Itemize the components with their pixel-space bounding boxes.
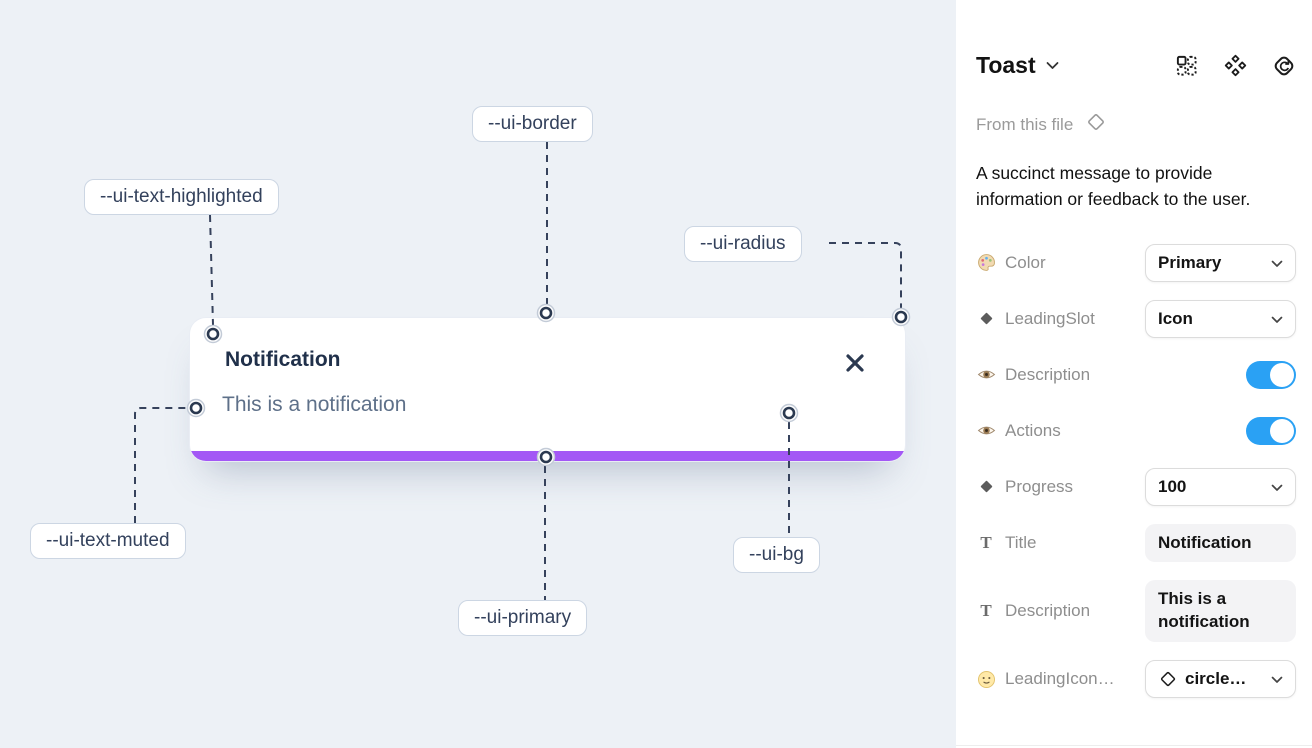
select-value: Primary [1158,252,1222,272]
select-value: circle… [1185,669,1247,689]
color-select[interactable]: Primary [1145,243,1296,282]
component-description: A succinct message to provide informatio… [976,163,1251,210]
prop-label: Color [976,253,1145,273]
css-var-label-ui-text-highlighted: --ui-text-highlighted [84,179,279,215]
source-row: From this file [976,110,1296,139]
properties-panel: Toast [956,0,1312,748]
prop-row-description-text: T Description This is a notification [976,580,1296,643]
component-diamonds-icon[interactable] [1223,54,1247,78]
smiley-icon [976,670,996,689]
select-value: Icon [1158,308,1193,328]
prop-label-text: LeadingSlot [1005,308,1095,328]
chevron-down-icon [1046,57,1059,75]
property-rows: Color Primary LeadingSlot Icon [976,243,1296,699]
variants-icon[interactable] [1174,54,1198,78]
prop-label: T Title [976,533,1145,553]
progress-select[interactable]: 100 [1145,467,1296,506]
css-var-label-ui-text-muted: --ui-text-muted [30,523,186,559]
text-icon: T [980,532,992,552]
description-toggle[interactable] [1246,360,1296,389]
prop-label: LeadingIcon… [976,669,1145,689]
prop-label-text: LeadingIcon… [1005,669,1115,689]
diamond-outline-icon [1084,110,1108,139]
panel-title: Toast [976,52,1036,78]
design-canvas: Notification This is a notification [0,0,956,748]
css-var-label-ui-primary: --ui-primary [458,600,588,636]
panel-header: Toast [976,52,1296,79]
description-field[interactable]: This is a notification [1145,580,1296,643]
toast-component: Notification This is a notification [190,318,905,461]
toast-title: Notification [225,348,341,371]
chevron-down-icon [1271,477,1283,497]
instance-swap-icon[interactable] [1272,54,1296,78]
prop-label-text: Progress [1005,476,1074,496]
connector-line-ui-text-highlighted [209,214,214,326]
prop-row-actions-visibility: Actions [976,412,1296,450]
prop-label: Actions [976,421,1246,441]
select-value: 100 [1158,476,1187,496]
connector-line-ui-text-muted [134,407,187,523]
field-value: This is a notification [1158,589,1250,632]
title-field[interactable]: Notification [1145,523,1296,563]
component-selector[interactable]: Toast [976,52,1059,79]
prop-label: LeadingSlot [976,309,1145,329]
prop-label-text: Description [1005,364,1091,384]
css-var-label-ui-radius: --ui-radius [684,226,802,262]
prop-label-text: Actions [1005,420,1061,440]
header-icons [1174,54,1296,78]
leadingicon-select[interactable]: circle… [1145,660,1296,699]
prop-row-color: Color Primary [976,243,1296,282]
toast-progress-bar [190,451,905,461]
connector-line-ui-radius [829,242,902,308]
chevron-down-icon [1271,309,1283,329]
text-icon: T [980,601,992,621]
toggle-knob [1270,362,1294,387]
leadingslot-select[interactable]: Icon [1145,299,1296,338]
diamond-icon [976,311,996,326]
prop-label: Description [976,365,1246,385]
prop-row-title: T Title Notification [976,523,1296,563]
diamond-outline-icon [1158,669,1178,689]
prop-label: T Description [976,601,1145,621]
prop-label-text: Description [1005,601,1091,621]
prop-row-leadingicon: LeadingIcon… circle… [976,660,1296,699]
prop-label: Progress [976,477,1145,497]
prop-row-progress: Progress 100 [976,467,1296,506]
chevron-down-icon [1271,253,1283,273]
close-button[interactable] [843,352,867,376]
eye-icon [976,365,996,384]
toast-description: This is a notification [222,393,407,416]
close-icon [844,354,866,377]
prop-row-description-visibility: Description [976,356,1296,394]
actions-toggle[interactable] [1246,416,1296,445]
eye-icon [976,421,996,440]
css-var-label-ui-border: --ui-border [472,106,593,142]
css-var-label-ui-bg: --ui-bg [733,537,820,573]
field-value: Notification [1158,532,1252,552]
toggle-knob [1270,418,1294,443]
prop-label-text: Color [1005,252,1046,272]
prop-label-text: Title [1005,532,1037,552]
diamond-icon [976,479,996,494]
prop-row-leadingslot: LeadingSlot Icon [976,299,1296,338]
chevron-down-icon [1271,669,1283,689]
palette-icon [976,253,996,272]
source-label: From this file [976,114,1074,134]
